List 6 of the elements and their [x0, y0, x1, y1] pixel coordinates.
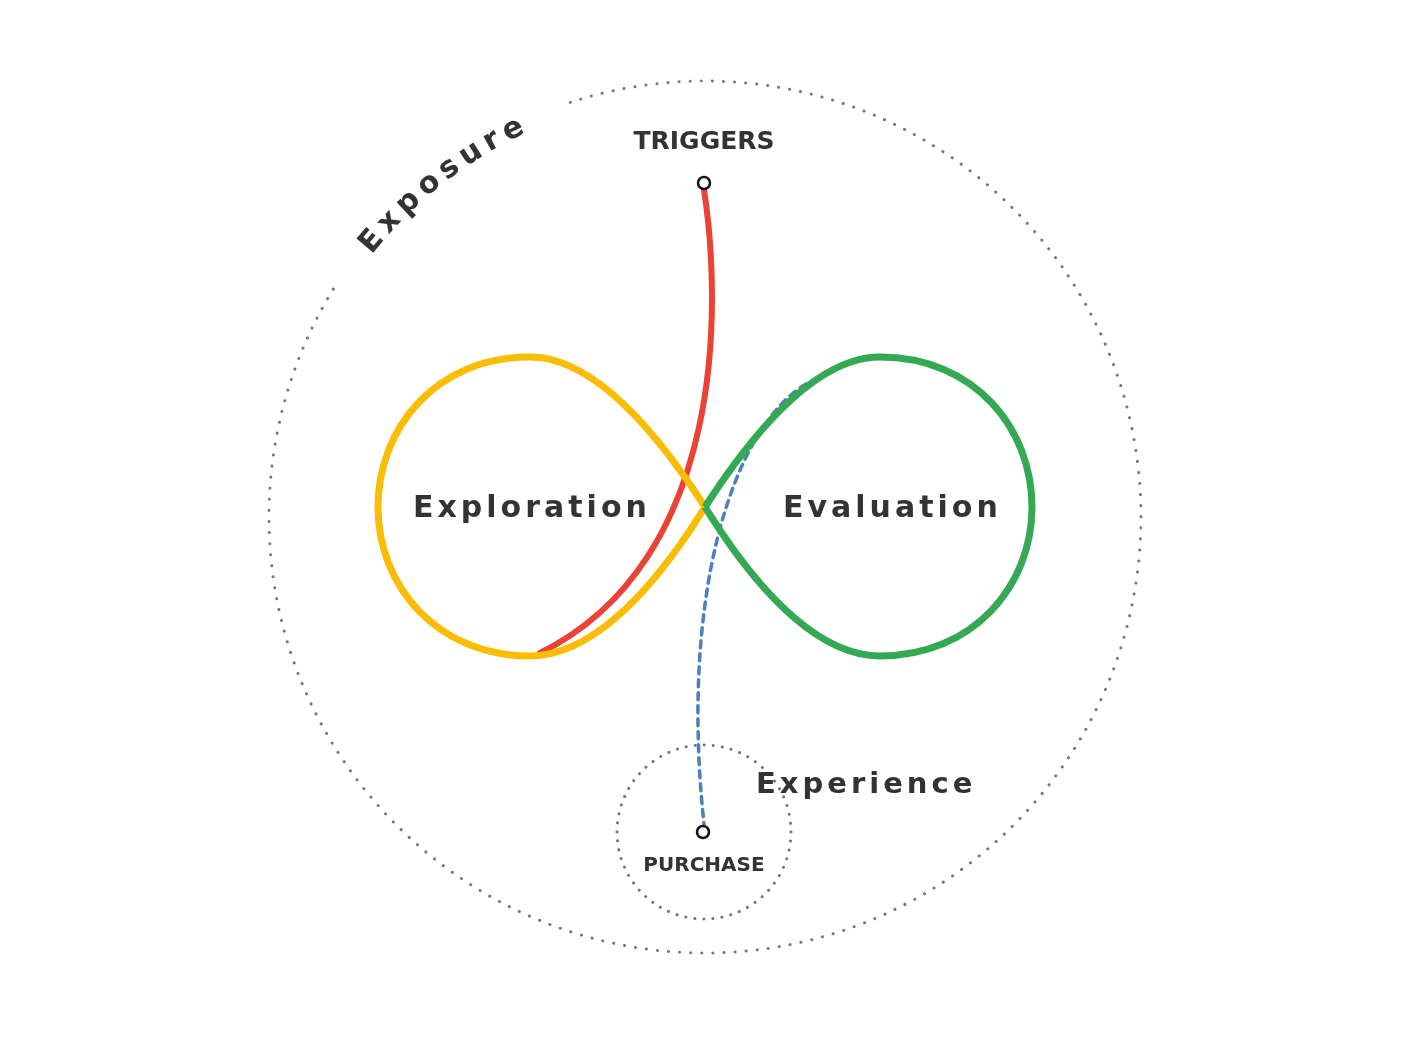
loop-label: Evaluation [783, 489, 1002, 524]
circle-heading: Experience [756, 766, 977, 800]
node-label: TRIGGERS [632, 126, 776, 155]
loop-label: Exploration [413, 489, 651, 524]
dashed-connector [696, 382, 808, 826]
node-label: PURCHASE [642, 852, 766, 876]
